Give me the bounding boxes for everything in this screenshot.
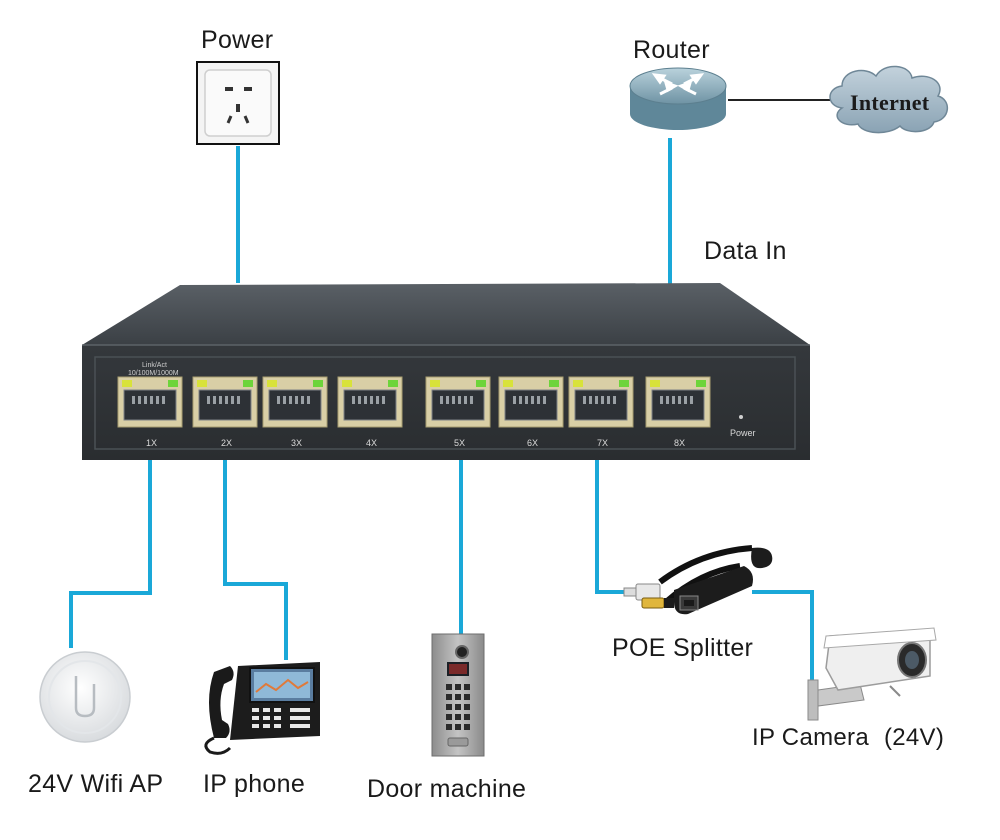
port-led <box>619 380 629 387</box>
keypad-key <box>455 724 461 730</box>
door-intercom-icon <box>431 633 485 757</box>
cable-port1-wifi-ap <box>69 410 152 648</box>
port-label: 1X <box>146 438 157 448</box>
keypad-key <box>446 724 452 730</box>
port-led <box>573 380 583 387</box>
port-led <box>696 380 706 387</box>
wifi-ap-label: 24V Wifi AP <box>28 770 164 798</box>
port-label: 2X <box>221 438 232 448</box>
switch-port: 6X <box>498 376 564 448</box>
port-led <box>168 380 178 387</box>
keypad-key <box>455 694 461 700</box>
switch-port: 4X <box>337 376 403 448</box>
port-label: 5X <box>454 438 465 448</box>
ip-camera-icon <box>807 627 937 721</box>
port-led <box>503 380 513 387</box>
port-led <box>476 380 486 387</box>
port-led <box>243 380 253 387</box>
switch-port: 7X <box>568 376 634 448</box>
switch-top <box>82 283 810 345</box>
power-led <box>739 415 743 419</box>
port-label: 6X <box>527 438 538 448</box>
power-led-label: Power <box>730 428 756 438</box>
port-led <box>313 380 323 387</box>
ip-phone-icon <box>204 662 320 755</box>
keypad-key <box>446 694 452 700</box>
ip-camera-name: IP Camera <box>752 724 869 751</box>
wifi-access-point-icon <box>39 651 131 743</box>
speed-label: 10/100M/1000M <box>128 370 179 377</box>
port-led <box>267 380 277 387</box>
cable-port2-ip-phone <box>223 410 288 660</box>
router-label: Router <box>633 36 710 64</box>
data-in-label: Data In <box>704 237 787 265</box>
keypad-key <box>464 704 470 710</box>
switch-ports: 1X 2X 3X 4X 5X 6X 7X 8X <box>117 376 711 448</box>
keypad-key <box>464 714 470 720</box>
cloud-icon <box>829 65 948 134</box>
keypad-key <box>446 704 452 710</box>
switch-port: 5X <box>425 376 491 448</box>
keypad-key <box>464 684 470 690</box>
port-label: 4X <box>366 438 377 448</box>
port-led <box>342 380 352 387</box>
port-label: 8X <box>674 438 685 448</box>
power-label: Power <box>201 26 274 54</box>
port-led <box>430 380 440 387</box>
port-label: 3X <box>291 438 302 448</box>
cable-splitter-camera <box>752 590 814 688</box>
door-machine-label: Door machine <box>367 775 527 803</box>
keypad-key <box>464 724 470 730</box>
keypad-key <box>446 684 452 690</box>
ip-camera-label: IP Camera (24V) <box>752 724 944 752</box>
internet-label: Internet <box>850 90 930 115</box>
ip-camera-voltage: (24V) <box>883 724 945 751</box>
port-led <box>122 380 132 387</box>
port-led <box>197 380 207 387</box>
port-led <box>650 380 660 387</box>
poe-splitter-label: POE Splitter <box>612 634 754 662</box>
keypad-key <box>455 714 461 720</box>
router-icon <box>629 67 727 130</box>
cable-port7-poe-splitter <box>595 410 636 594</box>
switch-port: 3X <box>262 376 328 448</box>
port-led <box>549 380 559 387</box>
link-act-label: Link/Act <box>142 362 167 369</box>
switch-port: 1X <box>117 376 183 448</box>
keypad-key <box>455 684 461 690</box>
port-label: 7X <box>597 438 608 448</box>
keypad-key <box>446 714 452 720</box>
keypad-key <box>455 704 461 710</box>
poe-splitter-icon <box>623 545 773 615</box>
ip-phone-label: IP phone <box>203 770 306 798</box>
switch-port: 8X <box>645 376 711 448</box>
switch-port: 2X <box>192 376 258 448</box>
power-socket-icon <box>196 61 280 145</box>
port-led <box>388 380 398 387</box>
keypad-key <box>464 694 470 700</box>
